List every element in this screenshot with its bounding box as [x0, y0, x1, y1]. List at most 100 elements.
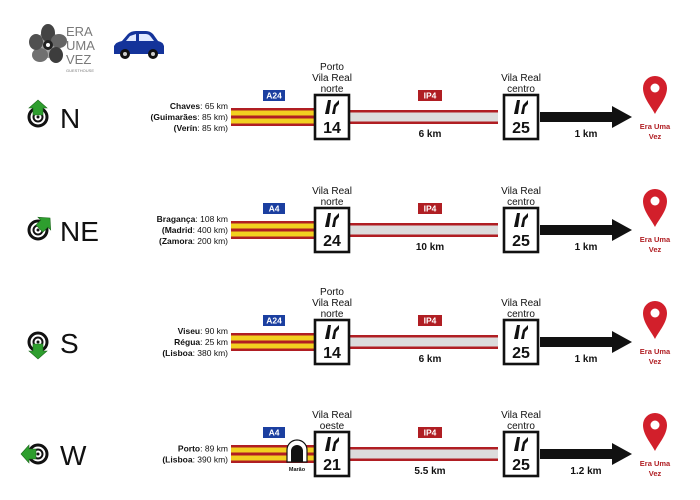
- tunnel-opening: [291, 445, 303, 462]
- exit-road-lane-left: [514, 325, 520, 339]
- ip-label: IP4: [424, 91, 437, 101]
- exit-name-line: centro: [507, 84, 535, 95]
- origin-distance: : 85 km): [197, 112, 228, 122]
- exit-road-icon: [514, 213, 528, 227]
- origin-item: (Guimarães: 85 km): [151, 112, 229, 122]
- flower-logo-icon: [29, 24, 67, 63]
- origin-city: Régua: [174, 337, 200, 347]
- exit-name-line: Porto: [320, 287, 344, 298]
- exit-road-icon: [325, 325, 339, 339]
- mid-distance-label: 6 km: [419, 354, 442, 365]
- exit-name-line: norte: [321, 309, 344, 320]
- motorway-stripe-bottom: [231, 231, 318, 237]
- exit-number: 24: [323, 233, 341, 250]
- origin-city: (Verín: [174, 123, 198, 133]
- exit-name-line: Vila Real: [501, 410, 541, 421]
- exit-number: 25: [512, 120, 530, 137]
- map-pin-icon: [643, 301, 667, 339]
- map-pin-hole: [650, 83, 660, 93]
- direction-arrow-shape: [35, 216, 52, 233]
- destination-label: Era Uma: [640, 122, 671, 131]
- exit-name-line: Vila Real: [501, 186, 541, 197]
- compass-center: [36, 340, 40, 344]
- ip-badge: [418, 315, 442, 326]
- origin-distance: : 25 km: [200, 337, 228, 347]
- exit-name-line: Vila Real: [501, 298, 541, 309]
- destination-label: Vez: [649, 469, 662, 478]
- map-pin-body: [643, 189, 667, 227]
- origin-city: (Zamora: [159, 236, 193, 246]
- exit-road-lane-right: [332, 213, 339, 227]
- exit-name-line: centro: [507, 421, 535, 432]
- compass-target-icon: [27, 331, 49, 360]
- map-pin-body: [643, 301, 667, 339]
- final-arrow-head: [612, 443, 632, 465]
- logo-line-3: VEZ: [66, 52, 91, 67]
- ip-band-inner: [345, 112, 498, 122]
- motorway-stripe-bottom: [231, 455, 318, 461]
- final-arrow-head: [612, 331, 632, 353]
- exit-sign-1: 24: [313, 206, 351, 254]
- final-distance-label: 1 km: [575, 129, 598, 140]
- motorway-badge: [263, 315, 285, 326]
- logo-line-2: UMA: [66, 38, 95, 53]
- exit-sign-frame: [313, 318, 351, 366]
- origin-city: (Guimarães: [151, 112, 198, 122]
- exit-road-icon: [514, 325, 528, 339]
- mid-distance-label: 5.5 km: [414, 466, 445, 477]
- logo-line-1: ERA: [66, 24, 93, 39]
- exit-number: 21: [323, 457, 341, 474]
- ip-label: IP4: [424, 428, 437, 438]
- origin-city: Bragança: [157, 214, 196, 224]
- exit-road-lane-right: [521, 325, 528, 339]
- origin-item: Chaves: 65 km: [170, 101, 228, 111]
- exit-road-icon: [325, 213, 339, 227]
- origin-item: Viseu: 90 km: [178, 326, 228, 336]
- compass-target-icon: [27, 216, 52, 241]
- logo: ERA UMA VEZ GUESTHOUSE: [29, 24, 95, 73]
- destination-label: Era Uma: [640, 347, 671, 356]
- origin-item: (Verín: 85 km): [174, 123, 228, 133]
- exit-name-line: oeste: [320, 421, 345, 432]
- exit-road-icon: [325, 100, 339, 114]
- final-distance-label: 1 km: [575, 242, 598, 253]
- origin-city: (Lisboa: [162, 455, 192, 465]
- origin-distance: : 200 km): [193, 236, 229, 246]
- exit-name-line: norte: [321, 84, 344, 95]
- direction-label: S: [60, 328, 79, 359]
- final-arrow-shaft: [540, 449, 615, 459]
- exit-road-lane-right: [521, 437, 528, 451]
- exit-sign-2: 25: [502, 318, 540, 366]
- exit-sign-frame: [313, 93, 351, 141]
- exit-sign-frame: [502, 93, 540, 141]
- exit-road-icon: [325, 437, 339, 451]
- origin-city: Chaves: [170, 101, 201, 111]
- origin-distance: : 400 km): [193, 225, 229, 235]
- final-arrow-shaft: [540, 112, 615, 122]
- final-distance-label: 1.2 km: [570, 466, 601, 477]
- motorway-label: A4: [269, 428, 280, 438]
- exit-road-lane-left: [514, 100, 520, 114]
- exit-number: 25: [512, 457, 530, 474]
- origin-item: (Zamora: 200 km): [159, 236, 228, 246]
- map-pin-body: [643, 76, 667, 114]
- motorway-badge: [263, 90, 285, 101]
- header: ERA UMA VEZ GUESTHOUSE: [29, 24, 164, 73]
- direction-arrow-icon: [35, 216, 52, 233]
- exit-sign-frame: [313, 430, 351, 478]
- origin-distance: : 85 km): [197, 123, 228, 133]
- ip-badge: [418, 203, 442, 214]
- compass-target-icon: [20, 443, 49, 465]
- direction-arrow-icon: [28, 343, 48, 360]
- motorway-label: A24: [266, 91, 282, 101]
- map-pin-icon: [643, 76, 667, 114]
- map-pin-hole: [650, 196, 660, 206]
- exit-sign-1: 14: [313, 93, 351, 141]
- map-pin-body: [643, 413, 667, 451]
- ip-band-inner: [345, 449, 498, 459]
- origin-item: Porto: 89 km: [178, 444, 228, 454]
- direction-arrow-icon: [20, 444, 37, 464]
